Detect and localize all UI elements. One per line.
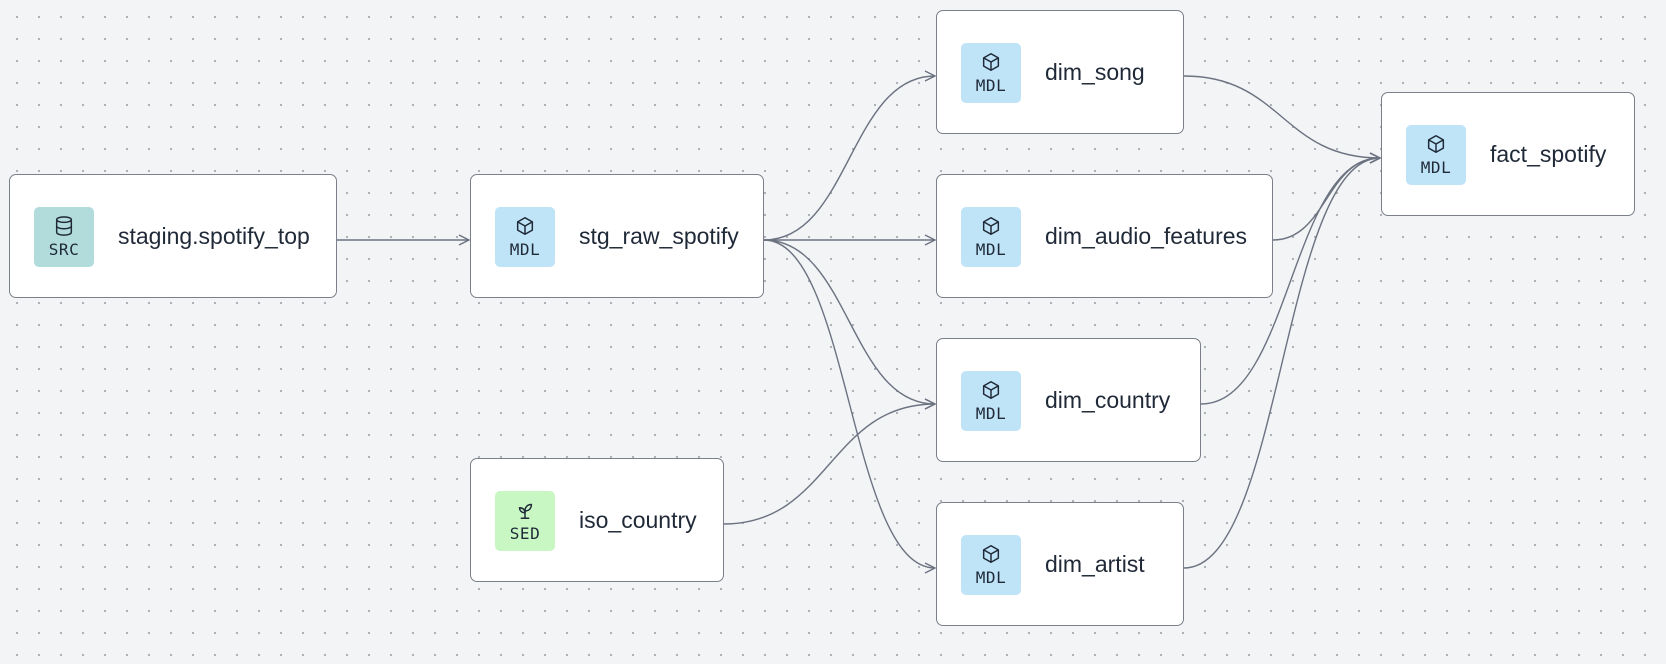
node-type-label: MDL bbox=[1420, 158, 1452, 177]
edge-song-to-fact bbox=[1183, 75, 1380, 158]
node-name: staging.spotify_top bbox=[118, 222, 310, 249]
edge-stg-to-song bbox=[763, 76, 935, 241]
node-type-label: SED bbox=[509, 524, 541, 543]
badge-mdl: MDL bbox=[961, 371, 1021, 431]
database-icon bbox=[55, 216, 73, 236]
node-name: stg_raw_spotify bbox=[579, 222, 739, 249]
badge-mdl: MDL bbox=[961, 207, 1021, 267]
node-staging-spotify-top[interactable]: SRC staging.spotify_top bbox=[9, 174, 337, 298]
node-dim-country[interactable]: MDL dim_country bbox=[936, 338, 1201, 462]
edge-iso-to-country bbox=[723, 404, 935, 525]
node-type-label: MDL bbox=[509, 240, 541, 259]
badge-mdl: MDL bbox=[1406, 125, 1466, 185]
node-type-label: SRC bbox=[48, 240, 80, 259]
node-fact-spotify[interactable]: MDL fact_spotify bbox=[1381, 92, 1635, 216]
node-name: dim_audio_features bbox=[1045, 222, 1248, 249]
cube-icon bbox=[1427, 135, 1445, 153]
node-type-label: MDL bbox=[975, 568, 1007, 587]
seedling-icon bbox=[518, 503, 533, 519]
badge-src: SRC bbox=[34, 207, 94, 267]
badge-mdl: MDL bbox=[495, 207, 555, 267]
node-name: dim_country bbox=[1045, 386, 1171, 413]
cube-icon bbox=[982, 53, 1000, 71]
badge-sed: SED bbox=[495, 491, 555, 551]
cube-icon bbox=[982, 381, 1000, 399]
cube-icon bbox=[982, 217, 1000, 235]
node-type-label: MDL bbox=[975, 240, 1007, 259]
edge-stg-to-artist bbox=[763, 239, 935, 568]
cube-icon bbox=[982, 545, 1000, 563]
node-name: iso_country bbox=[579, 506, 697, 533]
node-dim-artist[interactable]: MDL dim_artist bbox=[936, 502, 1184, 626]
node-type-label: MDL bbox=[975, 404, 1007, 423]
node-dim-audio-features[interactable]: MDL dim_audio_features bbox=[936, 174, 1273, 298]
node-stg-raw-spotify[interactable]: MDL stg_raw_spotify bbox=[470, 174, 764, 298]
node-name: fact_spotify bbox=[1490, 140, 1607, 167]
badge-mdl: MDL bbox=[961, 535, 1021, 595]
cube-icon bbox=[516, 217, 534, 235]
badge-mdl: MDL bbox=[961, 43, 1021, 103]
node-name: dim_artist bbox=[1045, 550, 1145, 577]
node-dim-song[interactable]: MDL dim_song bbox=[936, 10, 1184, 134]
node-name: dim_song bbox=[1045, 58, 1145, 85]
node-type-label: MDL bbox=[975, 76, 1007, 95]
edge-stg-to-country bbox=[763, 239, 935, 404]
edge-audio-to-fact bbox=[1272, 158, 1380, 241]
node-iso-country[interactable]: SED iso_country bbox=[470, 458, 724, 582]
